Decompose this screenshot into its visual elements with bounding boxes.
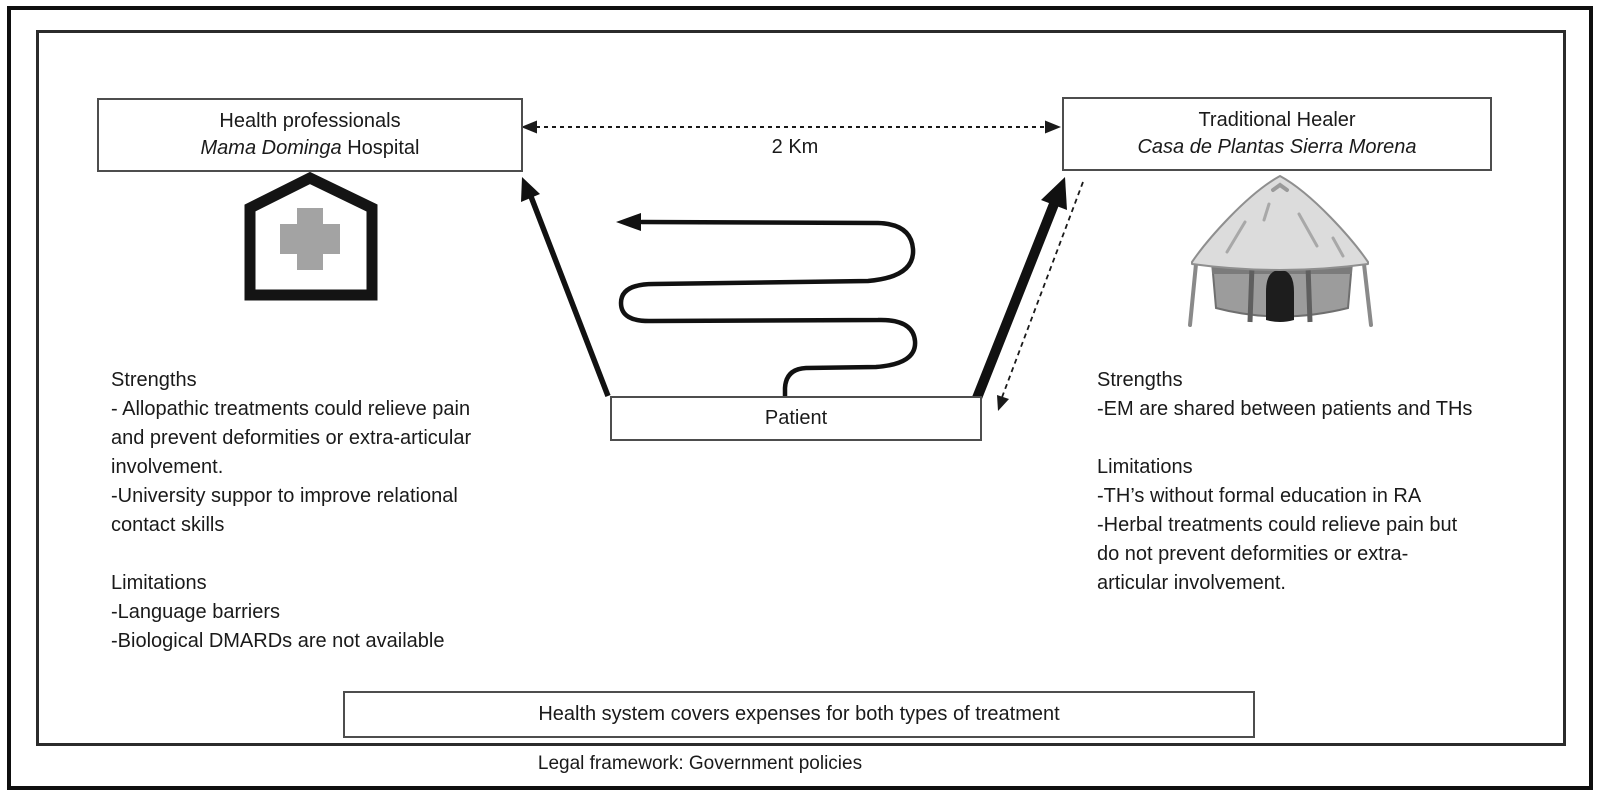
patient-to-hospital-arrow bbox=[521, 177, 611, 397]
health-professionals-box: Health professionals Mama Dominga Hospit… bbox=[97, 98, 523, 172]
hospital-name-italic: Mama Dominga bbox=[200, 137, 342, 159]
traditional-healer-title: Traditional Healer bbox=[1198, 109, 1356, 131]
hospital-strengths-limitations-notes: Strengths - Allopathic treatments could … bbox=[111, 369, 472, 652]
healer-strengths-limitations-notes: Strengths -EM are shared between patient… bbox=[1097, 369, 1473, 594]
hospital-building-icon bbox=[244, 171, 378, 301]
health-professionals-title: Health professionals bbox=[219, 110, 401, 132]
patient-to-healer-arrow bbox=[972, 177, 1067, 400]
legal-framework-label: Legal framework: Government policies bbox=[537, 753, 863, 774]
patient-wandering-path-arrow bbox=[616, 213, 918, 402]
distance-connector-arrow bbox=[521, 120, 1061, 134]
hospital-name-line: Mama Dominga Hospital bbox=[201, 135, 420, 162]
traditional-hut-icon bbox=[1188, 175, 1373, 327]
health-system-label: Health system covers expenses for both t… bbox=[538, 703, 1060, 725]
hospital-name-rest: Hospital bbox=[341, 137, 420, 159]
patient-label: Patient bbox=[764, 407, 828, 429]
healer-house-name: Casa de Plantas Sierra Morena bbox=[1137, 136, 1417, 158]
distance-label: 2 Km bbox=[771, 136, 819, 158]
traditional-healer-box: Traditional Healer Casa de Plantas Sierr… bbox=[1062, 97, 1492, 171]
healer-to-patient-arrow bbox=[997, 181, 1084, 411]
health-system-box: Health system covers expenses for both t… bbox=[343, 691, 1255, 738]
patient-box: Patient bbox=[610, 396, 982, 441]
